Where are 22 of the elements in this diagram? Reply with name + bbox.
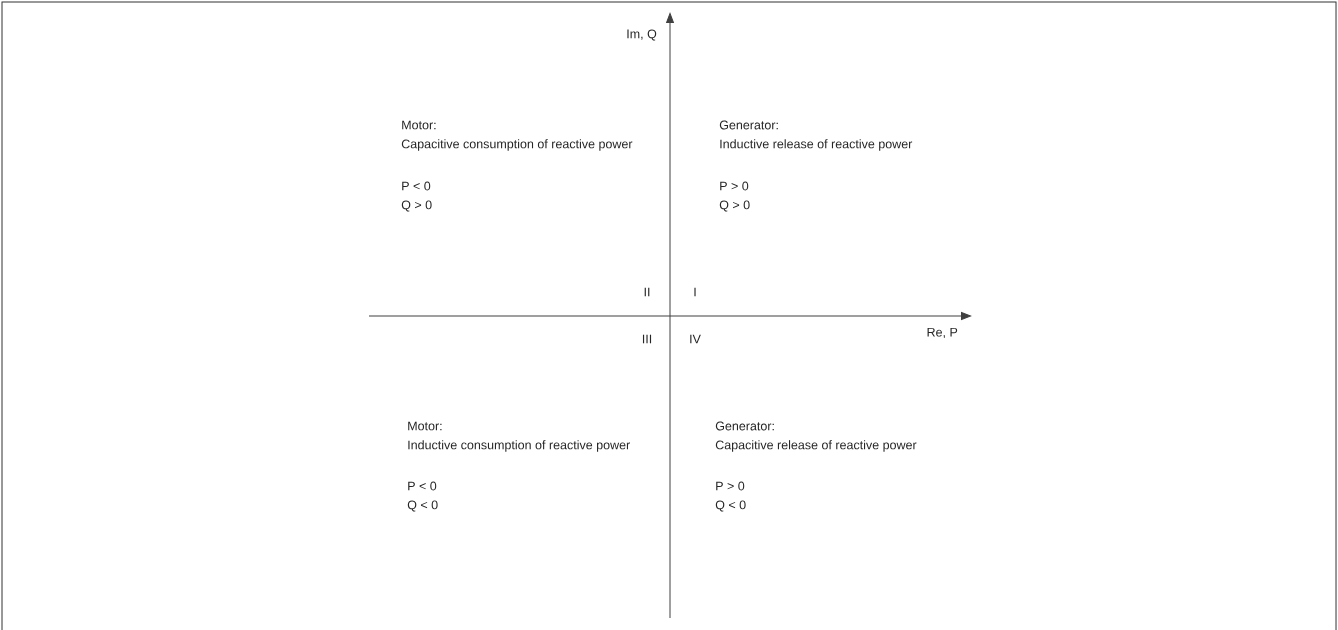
quadrant-numeral: IV xyxy=(690,334,701,344)
quadrant-text: Inductive release of reactive power xyxy=(720,139,913,151)
quadrant-text: Q > 0 xyxy=(719,200,750,212)
axis-label: Im, Q xyxy=(627,29,657,41)
quadrant-text: P < 0 xyxy=(402,181,431,191)
quadrant-text: Q < 0 xyxy=(715,500,746,512)
quadrant-text: Inductive consumption of reactive power xyxy=(408,440,630,452)
quadrant-text: P < 0 xyxy=(408,481,437,491)
quadrant-numeral: II xyxy=(644,287,650,297)
quadrant-numeral: III xyxy=(642,334,652,344)
quadrant-text: Motor: xyxy=(408,421,442,431)
quadrant-numeral: I xyxy=(694,287,696,297)
quadrant-text: P > 0 xyxy=(720,181,749,191)
quadrant-text: Q < 0 xyxy=(407,500,438,512)
quadrant-text: Capacitive consumption of reactive power xyxy=(401,139,633,151)
quadrant-text: P > 0 xyxy=(716,481,745,491)
quadrant-text: Capacitive release of reactive power xyxy=(715,440,917,452)
quadrant-text: Q > 0 xyxy=(401,200,432,212)
quadrant-text: Generator: xyxy=(715,421,774,431)
quadrant-text: Motor: xyxy=(402,120,436,130)
axis-label: Re, P xyxy=(927,327,958,339)
quadrant-text: Generator: xyxy=(719,120,778,130)
